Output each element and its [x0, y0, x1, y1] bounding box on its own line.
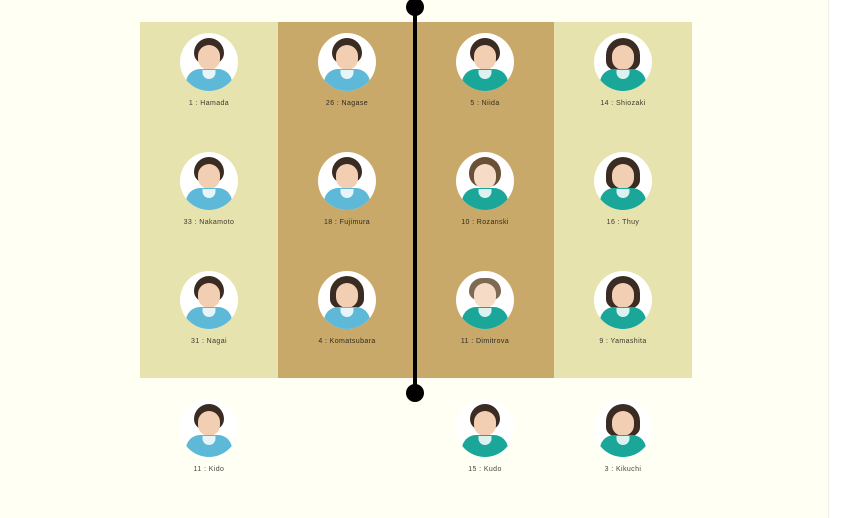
avatar-collar-icon [478, 70, 492, 79]
bench-player-label: 11 : Kido [193, 466, 225, 473]
avatar-face-icon [474, 283, 496, 308]
player-avatar [456, 399, 514, 457]
bench-player-cell[interactable]: 3 : Kikuchi [554, 388, 692, 498]
avatar-jersey-icon [324, 188, 370, 210]
avatar-face-icon [198, 411, 220, 436]
player-label: 31 : Nagai [191, 338, 227, 345]
player-avatar [318, 152, 376, 210]
player-cell[interactable]: 31 : Nagai [140, 260, 278, 378]
bench-row: 11 : Kido 15 : Kudo 3 : Kikuchi [140, 388, 692, 498]
avatar-jersey-icon [186, 188, 232, 210]
avatar-jersey-icon [324, 307, 370, 329]
avatar-face-icon [612, 45, 634, 70]
avatar-jersey-icon [462, 69, 508, 91]
player-avatar [180, 152, 238, 210]
avatar-face-icon [474, 164, 496, 189]
player-avatar [594, 152, 652, 210]
avatar-collar-icon [478, 189, 492, 198]
avatar-collar-icon [202, 308, 216, 317]
player-cell[interactable]: 9 : Yamashita [554, 260, 692, 378]
player-avatar [594, 399, 652, 457]
avatar-face-icon [198, 283, 220, 308]
avatar-face-icon [612, 411, 634, 436]
player-avatar [318, 271, 376, 329]
player-cell[interactable]: 33 : Nakamoto [140, 141, 278, 259]
rotation-board: 1 : Hamada 26 : Nagase 5 : Niida 14 : Sh… [140, 0, 692, 402]
player-cell[interactable]: 10 : Rozanski [416, 141, 554, 259]
avatar-jersey-icon [462, 188, 508, 210]
avatar-jersey-icon [186, 69, 232, 91]
avatar-jersey-icon [186, 435, 232, 457]
avatar-collar-icon [202, 70, 216, 79]
player-label: 18 : Fujimura [323, 219, 371, 226]
avatar-collar-icon [616, 436, 630, 445]
player-cell[interactable]: 16 : Thuy [554, 141, 692, 259]
avatar-face-icon [336, 283, 358, 308]
avatar-collar-icon [478, 308, 492, 317]
player-avatar [456, 271, 514, 329]
player-label: 14 : Shiozaki [600, 100, 646, 107]
player-avatar [594, 271, 652, 329]
avatar-collar-icon [616, 308, 630, 317]
player-cell[interactable]: 1 : Hamada [140, 22, 278, 140]
avatar-collar-icon [340, 308, 354, 317]
net-bottom-endpoint-dot [406, 384, 424, 402]
avatar-collar-icon [202, 189, 216, 198]
player-avatar [180, 33, 238, 91]
page-right-edge [828, 0, 842, 518]
avatar-collar-icon [478, 436, 492, 445]
player-label: 16 : Thuy [606, 219, 640, 226]
player-label: 4 : Komatsubara [318, 338, 376, 345]
net-top-endpoint-dot [406, 0, 424, 16]
avatar-collar-icon [616, 189, 630, 198]
avatar-jersey-icon [462, 307, 508, 329]
player-avatar [180, 399, 238, 457]
avatar-face-icon [198, 45, 220, 70]
bench-player-label: 3 : Kikuchi [604, 466, 642, 473]
player-label: 1 : Hamada [188, 100, 230, 107]
court-net-divider [406, 0, 424, 402]
player-label: 5 : Niida [470, 100, 500, 107]
avatar-collar-icon [340, 70, 354, 79]
avatar-face-icon [612, 164, 634, 189]
player-avatar [180, 271, 238, 329]
avatar-face-icon [336, 45, 358, 70]
player-label: 9 : Yamashita [599, 338, 647, 345]
avatar-face-icon [198, 164, 220, 189]
player-label: 10 : Rozanski [461, 219, 509, 226]
player-cell[interactable]: 14 : Shiozaki [554, 22, 692, 140]
avatar-jersey-icon [600, 435, 646, 457]
player-cell[interactable]: 5 : Niida [416, 22, 554, 140]
bench-player-cell[interactable]: 11 : Kido [140, 388, 278, 498]
player-label: 26 : Nagase [325, 100, 369, 107]
player-avatar [318, 33, 376, 91]
player-cell[interactable]: 4 : Komatsubara [278, 260, 416, 378]
player-avatar [456, 33, 514, 91]
avatar-jersey-icon [324, 69, 370, 91]
avatar-jersey-icon [600, 69, 646, 91]
avatar-face-icon [612, 283, 634, 308]
avatar-jersey-icon [600, 188, 646, 210]
player-label: 33 : Nakamoto [183, 219, 235, 226]
bench-player-label: 15 : Kudo [468, 466, 502, 473]
avatar-jersey-icon [186, 307, 232, 329]
avatar-collar-icon [202, 436, 216, 445]
avatar-collar-icon [616, 70, 630, 79]
player-avatar [456, 152, 514, 210]
player-cell[interactable]: 18 : Fujimura [278, 141, 416, 259]
avatar-jersey-icon [462, 435, 508, 457]
bench-player-cell[interactable]: 15 : Kudo [416, 388, 554, 498]
avatar-face-icon [336, 164, 358, 189]
avatar-jersey-icon [600, 307, 646, 329]
avatar-face-icon [474, 45, 496, 70]
player-label: 11 : Dimitrova [460, 338, 510, 345]
player-cell[interactable]: 11 : Dimitrova [416, 260, 554, 378]
player-cell[interactable]: 26 : Nagase [278, 22, 416, 140]
player-avatar [594, 33, 652, 91]
avatar-face-icon [474, 411, 496, 436]
avatar-collar-icon [340, 189, 354, 198]
